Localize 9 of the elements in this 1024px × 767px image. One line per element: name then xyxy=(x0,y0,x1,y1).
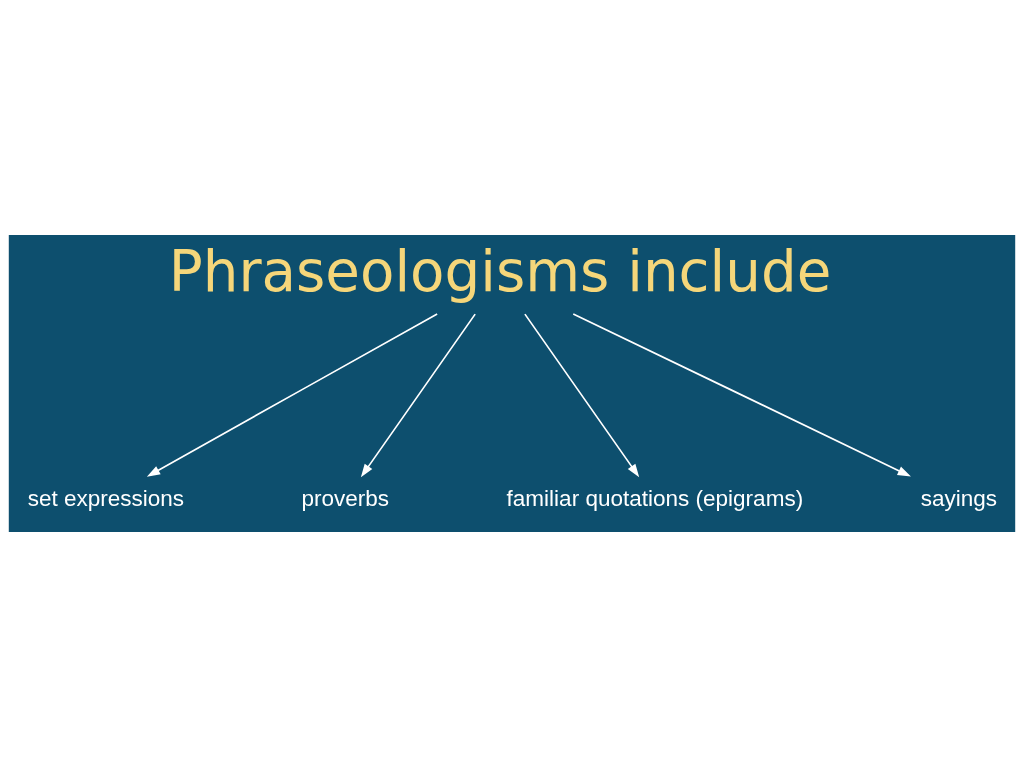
node-text: sayings xyxy=(920,486,998,512)
arrow xyxy=(572,313,911,477)
node-text: Phraseologisms include xyxy=(168,239,832,305)
node-text: set expressions xyxy=(27,486,185,512)
arrow xyxy=(146,313,438,477)
node-text: familiar quotations (epigrams) xyxy=(506,486,804,512)
node-text: proverbs xyxy=(301,486,390,512)
arrow xyxy=(360,313,476,478)
arrow xyxy=(524,313,640,478)
